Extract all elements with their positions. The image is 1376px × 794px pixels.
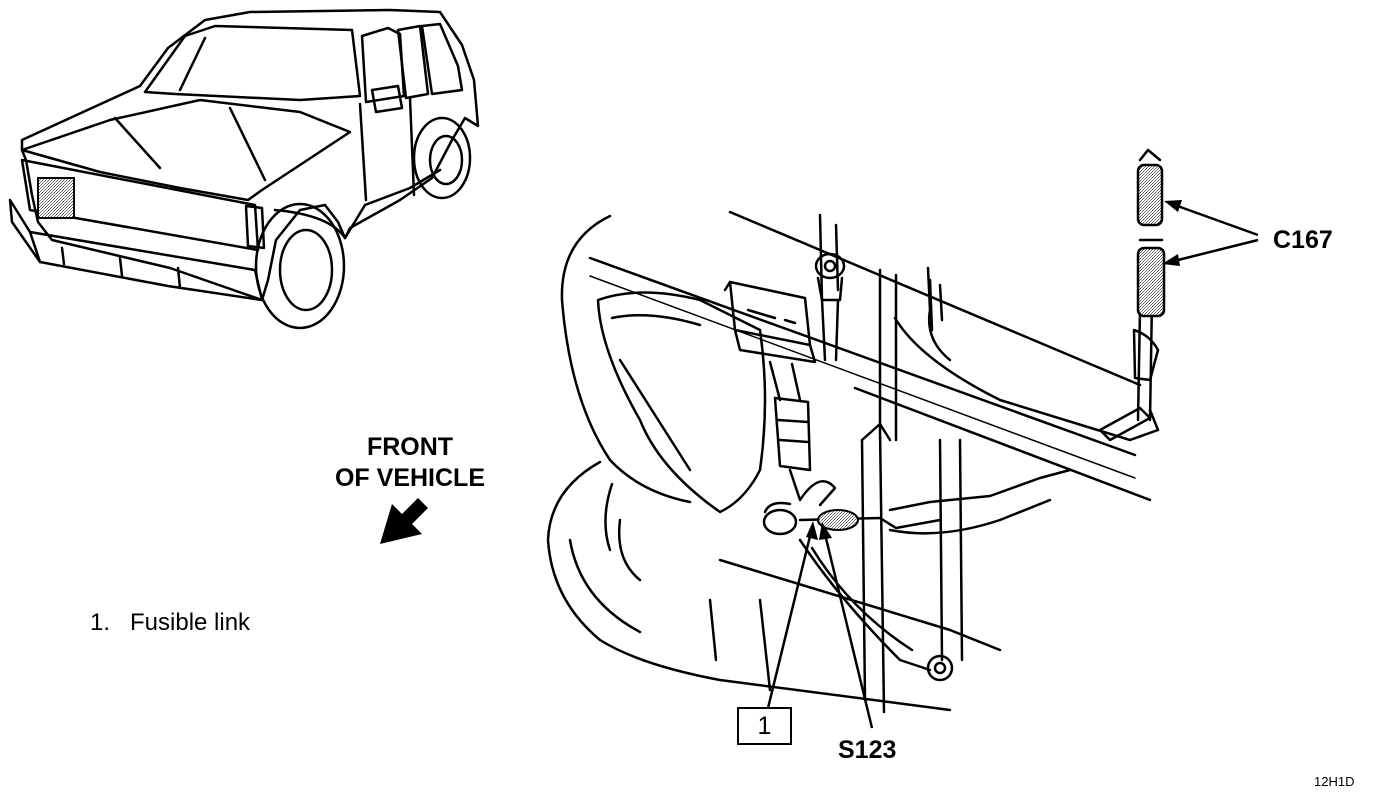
front-of-vehicle-line1: FRONT [366, 433, 454, 461]
s123-label: S123 [838, 736, 897, 764]
leader-arrowheads [806, 200, 1182, 540]
detail-view [546, 148, 1164, 714]
c167-label: C167 [1273, 226, 1333, 254]
legend-item-text: Fusible link [130, 609, 251, 636]
front-of-vehicle-label: FRONT OF VEHICLE [328, 432, 492, 494]
front-of-vehicle-line2: OF VEHICLE [334, 464, 485, 492]
location-highlight [37, 177, 75, 219]
legend-item-number: 1. [90, 609, 111, 636]
vehicle-illustration [8, 8, 480, 330]
legend: 1. Fusible link [90, 609, 250, 637]
figure-code: 12H1D [1314, 774, 1355, 789]
c167-connector [1136, 163, 1166, 318]
callout-box-1: 1 [737, 707, 792, 745]
arrow-down-left-icon [380, 498, 428, 544]
leader-lines [766, 202, 1259, 729]
s123-splice [817, 509, 859, 531]
callout-number: 1 [757, 711, 772, 740]
